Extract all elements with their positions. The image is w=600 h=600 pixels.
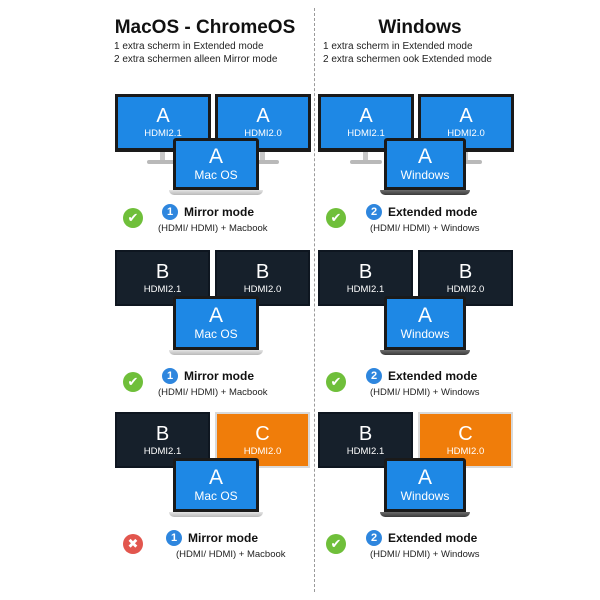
monitor-letter: C <box>458 422 473 445</box>
laptop-letter: A <box>208 466 223 489</box>
monitor-letter: C <box>255 422 270 445</box>
laptop-os-label: Windows <box>400 327 450 341</box>
connection-label: (HDMI/ HDMI) + Windows <box>370 387 480 398</box>
mode-number-badge: 2 <box>366 530 382 546</box>
mode-number-badge: 1 <box>166 530 182 546</box>
monitor-letter: B <box>255 260 270 283</box>
laptop-base <box>169 190 263 195</box>
mode-label: Mirror mode <box>184 205 255 219</box>
monitor-stand <box>260 152 265 161</box>
laptop-base <box>169 512 263 517</box>
monitor-letter: A <box>156 105 170 127</box>
left-subtitle-line-1: 1 extra scherm in Extended mode <box>114 41 264 52</box>
monitor-stand-base <box>350 160 382 164</box>
mode-number-badge: 2 <box>366 204 382 220</box>
check-icon: ✔ <box>123 372 143 392</box>
mode-label: Extended mode <box>388 205 478 219</box>
connection-label: (HDMI/ HDMI) + Macbook <box>158 223 268 234</box>
connection-label: (HDMI/ HDMI) + Windows <box>370 223 480 234</box>
right-column-title: Windows <box>378 17 462 38</box>
laptop-base <box>169 350 263 355</box>
monitor-letter: B <box>155 260 170 283</box>
monitor-stand <box>160 152 165 161</box>
cross-icon: ✖ <box>123 534 143 554</box>
mode-number-badge: 1 <box>162 368 178 384</box>
monitor-letter: A <box>359 105 373 127</box>
laptop-letter: A <box>208 304 223 327</box>
right-subtitle-line-2: 2 extra schermen ook Extended mode <box>323 54 492 65</box>
laptop-os-label: Mac OS <box>194 489 238 503</box>
connection-label: (HDMI/ HDMI) + Macbook <box>158 387 268 398</box>
laptop-os-label: Mac OS <box>194 168 238 182</box>
monitor-port-label: HDMI2.1 <box>144 128 182 139</box>
monitor-letter: B <box>458 260 473 283</box>
monitor-letter: B <box>358 260 373 283</box>
monitor-letter: B <box>155 422 170 445</box>
laptop-base <box>380 350 470 355</box>
laptop-os-label: Mac OS <box>194 327 238 341</box>
divider <box>314 8 315 592</box>
laptop-base <box>380 190 470 195</box>
monitor-letter: A <box>256 105 270 127</box>
monitor-port-label: HDMI2.0 <box>243 283 282 295</box>
mode-label: Mirror mode <box>184 369 255 383</box>
monitor-stand-base <box>247 160 279 164</box>
check-icon: ✔ <box>326 208 346 228</box>
monitor-port-label: HDMI2.0 <box>244 128 282 139</box>
check-icon: ✔ <box>326 372 346 392</box>
monitor-port-label: HDMI2.1 <box>347 128 385 139</box>
monitor-port-label: HDMI2.1 <box>346 283 385 295</box>
connection-label: (HDMI/ HDMI) + Windows <box>370 549 480 560</box>
check-icon: ✔ <box>123 208 143 228</box>
mode-number-badge: 1 <box>162 204 178 220</box>
mode-number-badge: 2 <box>366 368 382 384</box>
monitor-port-label: HDMI2.1 <box>346 445 385 457</box>
connection-label: (HDMI/ HDMI) + Macbook <box>176 549 286 560</box>
monitor-stand-base <box>450 160 482 164</box>
right-subtitle-line-1: 1 extra scherm in Extended mode <box>323 41 473 52</box>
monitor-stand <box>363 152 368 161</box>
mode-label: Extended mode <box>388 369 478 383</box>
check-icon: ✔ <box>326 534 346 554</box>
laptop-letter: A <box>208 145 223 168</box>
laptop-letter: A <box>417 304 432 327</box>
laptop-base <box>380 512 470 517</box>
laptop-os-label: Windows <box>400 168 450 182</box>
laptop-os-label: Windows <box>400 489 450 503</box>
monitor-port-label: HDMI2.1 <box>143 445 182 457</box>
monitor-port-label: HDMI2.0 <box>447 128 485 139</box>
left-subtitle-line-2: 2 extra schermen alleen Mirror mode <box>114 54 278 65</box>
mode-label: Mirror mode <box>188 531 259 545</box>
left-column-title: MacOS - ChromeOS <box>114 17 296 38</box>
monitor-port-label: HDMI2.0 <box>446 283 485 295</box>
laptop-letter: A <box>417 145 432 168</box>
monitor-port-label: HDMI2.0 <box>243 445 282 457</box>
monitor-letter: B <box>358 422 373 445</box>
monitor-port-label: HDMI2.0 <box>446 445 485 457</box>
monitor-stand-base <box>147 160 179 164</box>
laptop-letter: A <box>417 466 432 489</box>
monitor-port-label: HDMI2.1 <box>143 283 182 295</box>
mode-label: Extended mode <box>388 531 478 545</box>
monitor-letter: A <box>459 105 473 127</box>
